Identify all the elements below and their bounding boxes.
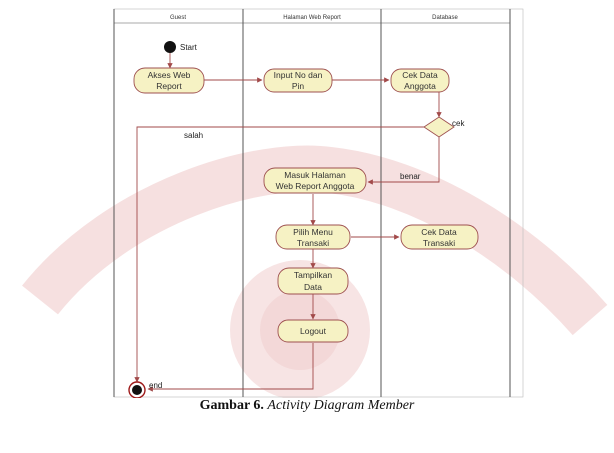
figure-caption: Gambar 6. Activity Diagram Member	[0, 398, 614, 414]
node-masuk-line-2: Web Report Anggota	[276, 181, 355, 191]
start-node	[164, 41, 176, 53]
cut-off-body-text	[0, 434, 614, 453]
node-input-line-2: Pin	[292, 81, 305, 91]
edge-label-benar: benar	[400, 172, 421, 181]
node-tampilkan-data: Tampilkan Data	[277, 267, 349, 295]
node-pilih-line-2: Transaki	[297, 238, 329, 248]
edge-decision-salah	[134, 126, 424, 383]
node-pilih-line-1: Pilih Menu	[293, 227, 333, 237]
node-akses-line-1: Akses Web	[148, 70, 191, 80]
node-akses-web-report: Akses Web Report	[133, 67, 205, 94]
edge-logout-end	[147, 343, 314, 392]
node-logout-line-1: Logout	[300, 326, 327, 336]
lane-title-web-report: Halaman Web Report	[283, 15, 341, 21]
node-input-no-pin: Input No dan Pin	[263, 68, 333, 93]
node-masuk-line-1: Masuk Halaman	[284, 170, 346, 180]
edge-decision-benar	[367, 137, 440, 185]
caption-number: Gambar 6.	[199, 398, 264, 413]
node-masuk-halaman: Masuk Halaman Web Report Anggota	[263, 167, 367, 194]
node-tampilkan-line-1: Tampilkan	[294, 270, 333, 280]
node-cek-data-transaki: Cek Data Transaki	[400, 224, 479, 250]
node-cek-anggota-line-2: Anggota	[404, 81, 436, 91]
node-logout: Logout	[277, 319, 349, 343]
caption-title: Activity Diagram Member	[267, 398, 415, 413]
decision-label: cek	[452, 119, 465, 128]
node-input-line-1: Input No dan	[274, 70, 323, 80]
swimlanes	[113, 8, 524, 398]
lane-title-guest: Guest	[170, 15, 186, 21]
end-label: end	[149, 381, 162, 390]
decision-node	[423, 116, 455, 138]
edges	[134, 53, 442, 392]
node-cek-anggota-line-1: Cek Data	[402, 70, 438, 80]
end-node	[128, 381, 146, 398]
node-cek-transaki-line-1: Cek Data	[421, 227, 457, 237]
node-cek-data-anggota: Cek Data Anggota	[390, 68, 450, 93]
node-pilih-menu: Pilih Menu Transaki	[275, 224, 351, 250]
edge-label-salah: salah	[184, 131, 203, 140]
lane-title-database: Database	[432, 15, 458, 21]
node-akses-line-2: Report	[156, 81, 182, 91]
node-tampilkan-line-2: Data	[304, 282, 322, 292]
node-cek-transaki-line-2: Transaki	[423, 238, 455, 248]
start-label: Start	[180, 43, 198, 52]
activity-diagram: Guest Halaman Web Report Database Start …	[22, 8, 608, 398]
